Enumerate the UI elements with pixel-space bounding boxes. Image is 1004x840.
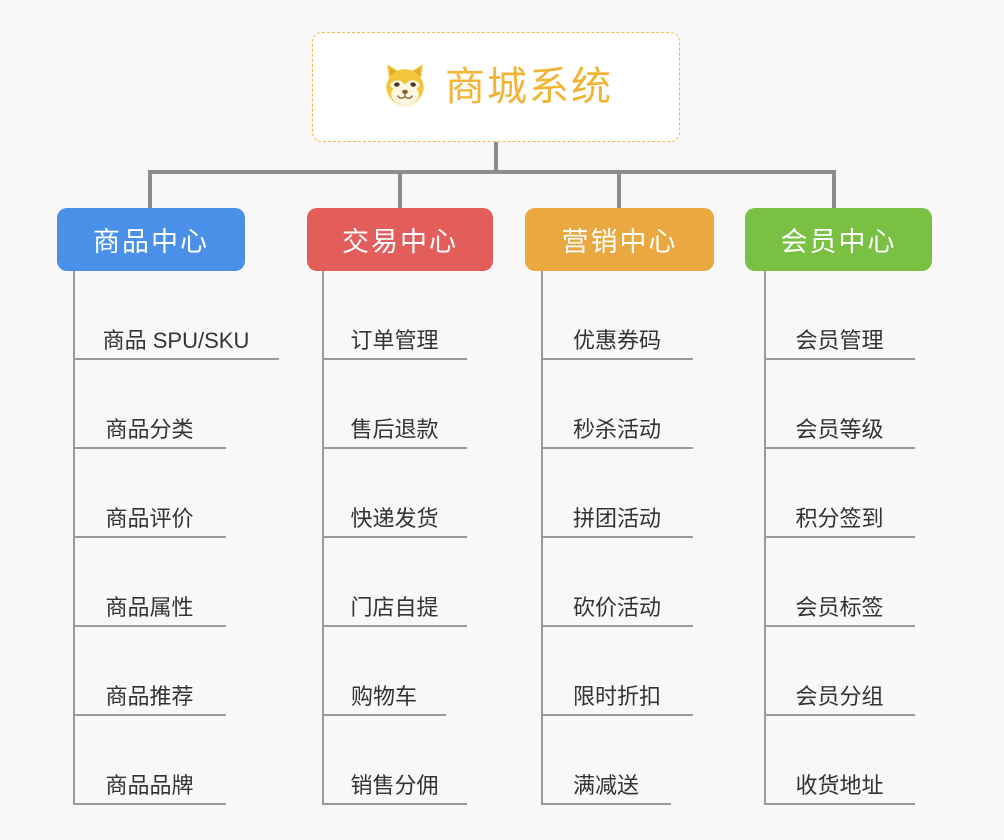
leaf-item[interactable]: 收货地址 [764,716,915,805]
leaf-item[interactable]: 售后退款 [322,360,467,449]
leaf-item[interactable]: 积分签到 [764,449,915,538]
leaf-label: 满减送 [572,772,639,798]
leaf-label: 积分签到 [795,505,884,531]
root-node[interactable]: 商城系统 [312,32,680,142]
leaf-item[interactable]: 商品 SPU/SKU [73,271,279,360]
leaf-item[interactable]: 优惠券码 [541,271,693,360]
leaf-item[interactable]: 销售分佣 [322,716,467,805]
leaf-label: 商品品牌 [105,772,194,798]
leaf-label: 商品评价 [105,505,194,531]
leaf-item[interactable]: 购物车 [322,627,446,716]
leaf-item[interactable]: 砍价活动 [541,538,693,627]
leaf-item[interactable]: 商品分类 [73,360,226,449]
category-header-交易中心[interactable]: 交易中心 [307,208,493,271]
leaf-label: 门店自提 [350,594,439,620]
leaf-trunk-line [73,271,75,805]
leaf-label: 购物车 [350,683,417,709]
leaf-item[interactable]: 商品属性 [73,538,226,627]
leaf-label: 商品推荐 [105,683,194,709]
leaf-item[interactable]: 会员分组 [764,627,915,716]
connector-bus [148,170,836,174]
leaf-trunk-line [322,271,324,805]
leaf-label: 销售分佣 [350,772,439,798]
leaf-item[interactable]: 订单管理 [322,271,467,360]
leaf-label: 售后退款 [350,416,439,442]
leaf-item[interactable]: 商品评价 [73,449,226,538]
connector-root-stub [494,142,498,172]
leaf-label: 收货地址 [795,772,884,798]
leaf-item[interactable]: 会员标签 [764,538,915,627]
leaf-label: 订单管理 [350,327,439,353]
leaf-item[interactable]: 限时折扣 [541,627,693,716]
connector-drop-col-1 [148,170,152,210]
connector-drop-col-4 [832,170,836,210]
leaf-label: 商品 SPU/SKU [102,327,250,353]
leaf-label: 快递发货 [350,505,439,531]
category-header-商品中心[interactable]: 商品中心 [57,208,245,271]
connector-drop-col-3 [617,170,621,210]
leaf-item[interactable]: 秒杀活动 [541,360,693,449]
leaf-item[interactable]: 门店自提 [322,538,467,627]
leaf-item[interactable]: 商品品牌 [73,716,226,805]
leaf-item[interactable]: 快递发货 [322,449,467,538]
leaf-label: 秒杀活动 [572,416,661,442]
leaf-trunk-line [764,271,766,805]
leaf-label: 商品分类 [105,416,194,442]
leaf-label: 会员等级 [795,416,884,442]
leaf-item[interactable]: 拼团活动 [541,449,693,538]
leaf-label: 会员标签 [795,594,884,620]
leaf-item[interactable]: 满减送 [541,716,671,805]
leaf-item[interactable]: 会员管理 [764,271,915,360]
leaf-label: 限时折扣 [572,683,661,709]
category-header-营销中心[interactable]: 营销中心 [525,208,714,271]
leaf-label: 优惠券码 [572,327,661,353]
leaf-label: 会员分组 [795,683,884,709]
leaf-label: 拼团活动 [572,505,661,531]
leaf-label: 会员管理 [795,327,884,353]
leaf-item[interactable]: 商品推荐 [73,627,226,716]
root-title: 商城系统 [445,65,613,109]
leaf-label: 商品属性 [105,594,194,620]
connector-drop-col-2 [398,170,402,210]
leaf-item[interactable]: 会员等级 [764,360,915,449]
shiba-dog-icon [379,61,431,113]
leaf-trunk-line [541,271,543,805]
leaf-label: 砍价活动 [572,594,661,620]
category-header-会员中心[interactable]: 会员中心 [745,208,932,271]
